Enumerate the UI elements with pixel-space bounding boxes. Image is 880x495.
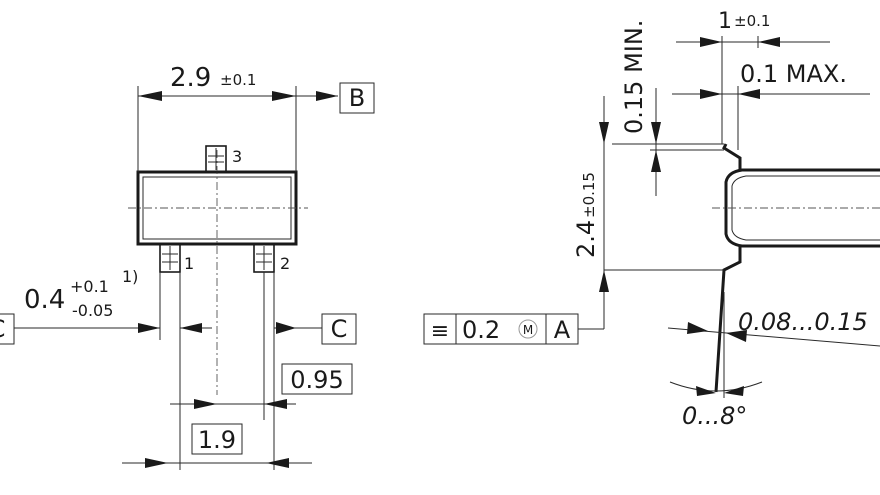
min-dimension-value: 0.15 MIN. <box>620 20 648 134</box>
pitch-box <box>281 363 353 395</box>
width-dimension-value: 2.9 <box>170 63 211 93</box>
arrowhead <box>599 122 609 144</box>
datum-c-left-label: C <box>0 315 5 343</box>
datum-b-label: B <box>349 84 365 112</box>
lead-tolerance-plus: +0.1 <box>70 277 109 296</box>
pin-1-label: 1 <box>184 254 194 273</box>
width-dimension-tolerance: ±0.1 <box>220 71 256 89</box>
pin-2-lead <box>253 243 275 273</box>
feature-control-frame: ≡ 0.2 M A <box>423 313 604 345</box>
upper-lead <box>722 143 742 170</box>
arrowhead <box>194 399 217 409</box>
tolerance-datum: A <box>554 316 571 344</box>
mmc-modifier-label: M <box>523 323 533 337</box>
arrowhead <box>758 37 780 47</box>
arrowhead <box>180 323 202 333</box>
lead-length-value: 1 <box>718 9 732 34</box>
datum-c-right-label: C <box>331 315 348 343</box>
side-body-outline <box>724 168 880 248</box>
arrowhead <box>726 330 747 342</box>
mmc-modifier-icon <box>518 319 538 339</box>
arrowhead <box>651 122 661 144</box>
arrowhead <box>145 458 168 468</box>
max-dimension-value: 0.1 MAX. <box>740 60 847 88</box>
datum-c-left-box <box>0 313 15 345</box>
arrowhead <box>738 89 760 99</box>
arrowhead <box>138 91 162 101</box>
datum-c-right-box <box>321 313 357 345</box>
span-value: 1.9 <box>198 426 236 454</box>
arrowhead <box>700 37 722 47</box>
angle-value: 0...8° <box>682 402 747 430</box>
thickness-value: 0.08...0.15 <box>738 308 868 336</box>
arrowhead <box>599 270 609 292</box>
lead-dimension-value: 0.4 <box>24 285 65 315</box>
arrowhead <box>276 322 296 334</box>
datum-b-box <box>339 82 375 114</box>
arrowhead <box>138 323 160 333</box>
pin-3-label: 3 <box>232 147 242 166</box>
pin-3-lead <box>205 145 227 173</box>
height-dimension-value: 2.4 <box>572 220 600 258</box>
arrowhead <box>264 399 287 409</box>
height-dimension-tolerance: ±0.15 <box>580 172 598 218</box>
pin-1-lead <box>159 243 181 273</box>
arrowhead <box>696 386 716 396</box>
span-box <box>191 423 243 455</box>
arrowhead <box>266 458 289 468</box>
tolerance-value: 0.2 <box>462 316 500 344</box>
arrowhead <box>687 322 708 334</box>
lead-length-tolerance: ±0.1 <box>734 12 770 30</box>
pitch-value: 0.95 <box>290 366 343 394</box>
arrowhead <box>272 91 296 101</box>
arrowhead <box>651 150 661 172</box>
lower-lead <box>714 246 742 393</box>
angle-arc <box>669 381 763 392</box>
side-view: 1 ±0.1 0.1 MAX. 0.15 MIN. 2.4 ±0.15 0.08… <box>572 9 880 430</box>
top-view: 3 1 2 2.9 ±0.1 B <box>0 63 375 470</box>
lead-tolerance-minus: -0.05 <box>72 301 113 320</box>
lead-footnote: 1) <box>122 267 138 286</box>
arrowhead <box>316 91 338 101</box>
position-symbol: ≡ <box>431 319 449 344</box>
arrowhead <box>700 89 722 99</box>
pin-2-label: 2 <box>280 254 290 273</box>
arrowhead <box>724 386 744 396</box>
